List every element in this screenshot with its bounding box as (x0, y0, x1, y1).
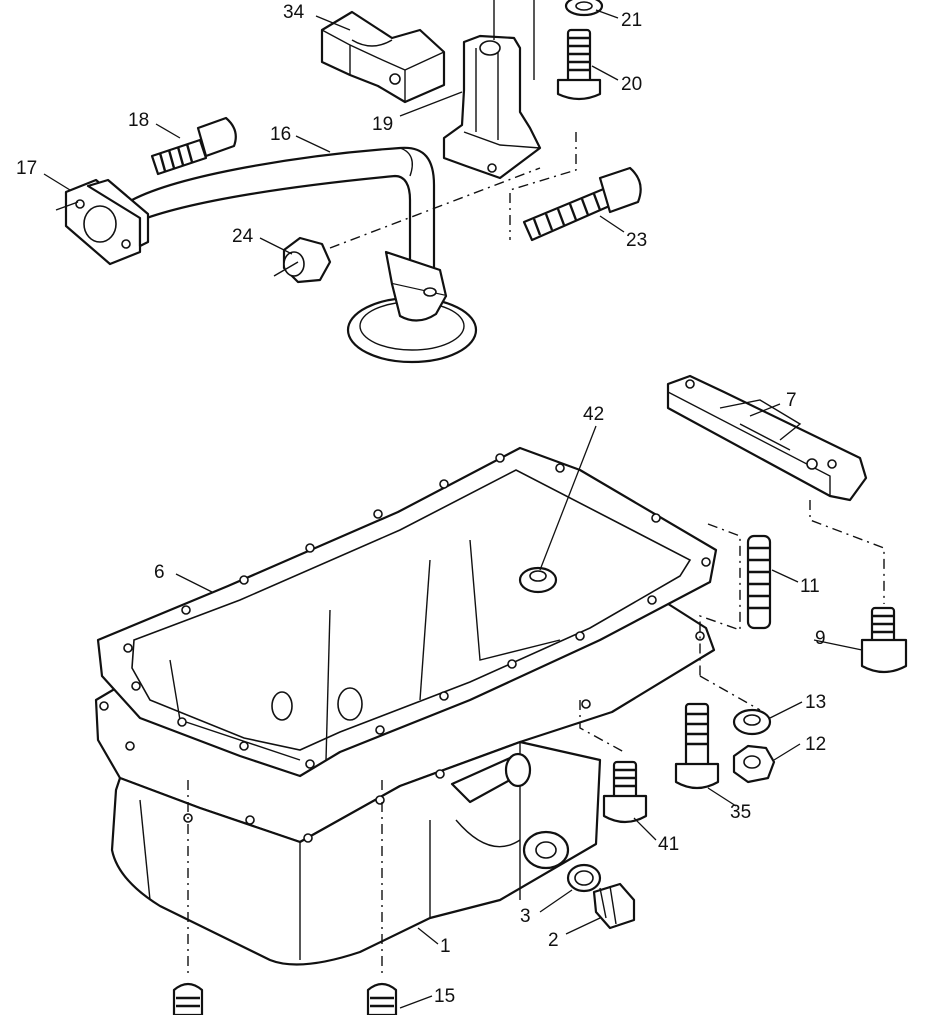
part-18-bolt (150, 116, 237, 176)
oil-strainer (346, 250, 478, 364)
leader-lines (43, 9, 863, 1009)
part-21-washer (564, 0, 604, 17)
callout-9: 9 (815, 628, 826, 649)
callout-20: 20 (621, 74, 642, 95)
alignment-line-11 (699, 523, 741, 680)
callout-13: 13 (805, 692, 826, 713)
alignment-line-9 (809, 500, 885, 604)
part-6-gasket (96, 446, 718, 778)
part-20-bolt (556, 28, 602, 101)
callout-23: 23 (626, 230, 647, 251)
callout-15: 15 (434, 986, 455, 1007)
alignment-line-41 (579, 700, 625, 753)
callout-42: 42 (583, 404, 604, 425)
callout-19: 19 (372, 114, 393, 135)
part-13-washer (732, 708, 772, 736)
part-24-nut (273, 236, 332, 284)
callout-24: 24 (232, 226, 254, 247)
part-35-bolt (674, 702, 720, 790)
part-16-pickup-tube (130, 146, 436, 272)
callout-41: 41 (658, 834, 679, 855)
part-15-bolts (172, 982, 398, 1015)
part-17-flange (55, 178, 150, 266)
part-11-stud (746, 534, 772, 630)
part-41-bolt (602, 760, 648, 824)
callout-6: 6 (154, 562, 165, 583)
callout-7: 7 (786, 390, 797, 411)
callout-11: 11 (800, 576, 820, 597)
part-3-seal-ring (566, 863, 602, 893)
callout-2: 2 (548, 930, 559, 951)
part-23-bolt (522, 166, 642, 242)
alignment-line-23 (509, 132, 577, 240)
part-12-nut (732, 744, 776, 784)
callout-12: 12 (805, 734, 826, 755)
alignment-line-13 (699, 675, 761, 711)
part-9-bolt (860, 606, 908, 674)
part-19-pickup-bracket (442, 0, 542, 180)
callout-21: 21 (621, 10, 642, 31)
callout-1: 1 (440, 936, 451, 957)
callout-3: 3 (520, 906, 531, 927)
callout-18: 18 (128, 110, 149, 131)
callout-35: 35 (730, 802, 751, 823)
callout-16: 16 (270, 124, 291, 145)
alignment-line-24 (329, 167, 541, 249)
pan-flange-holes (99, 631, 705, 843)
callout-17: 17 (16, 158, 37, 179)
part-7-baffle-rail (666, 374, 868, 502)
callout-34: 34 (283, 2, 305, 23)
part-34-bracket (320, 10, 446, 104)
part-2-drain-plug (592, 882, 636, 930)
